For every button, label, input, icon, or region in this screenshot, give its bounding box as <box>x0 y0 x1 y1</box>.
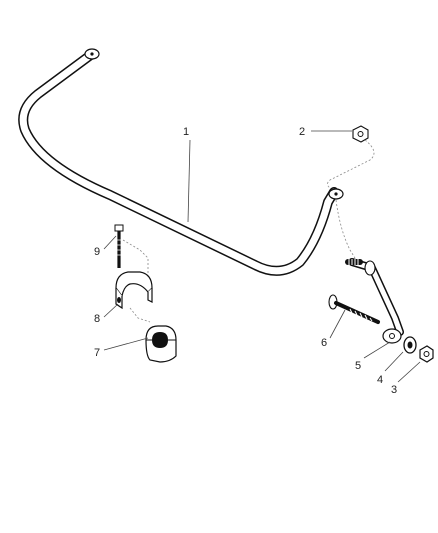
bushing-part-7 <box>145 325 177 363</box>
leader-6 <box>329 309 346 339</box>
callout-6: 6 <box>321 337 327 349</box>
clamp-part-8 <box>115 271 153 310</box>
washer-part-4 <box>403 336 417 354</box>
callout-8: 8 <box>94 313 100 325</box>
bolt-part-6 <box>328 294 380 324</box>
leader-3 <box>397 361 421 383</box>
link-part-5 <box>345 258 404 344</box>
callout-9: 9 <box>94 246 100 258</box>
leader-7 <box>103 337 149 351</box>
leader-1 <box>187 139 191 223</box>
callout-7: 7 <box>94 347 100 359</box>
bolt-part-9 <box>114 224 124 268</box>
leader-8 <box>103 303 119 318</box>
nut-part-2 <box>352 125 369 143</box>
leader-5 <box>363 341 391 359</box>
callout-3: 3 <box>391 384 397 396</box>
callout-4: 4 <box>377 374 383 386</box>
nut-part-3 <box>419 345 434 363</box>
callout-2: 2 <box>299 126 305 138</box>
leader-4 <box>384 351 404 372</box>
leader-9 <box>103 235 117 250</box>
callout-5: 5 <box>355 360 361 372</box>
stabilizer-bar <box>18 48 344 276</box>
callout-1: 1 <box>183 126 189 138</box>
